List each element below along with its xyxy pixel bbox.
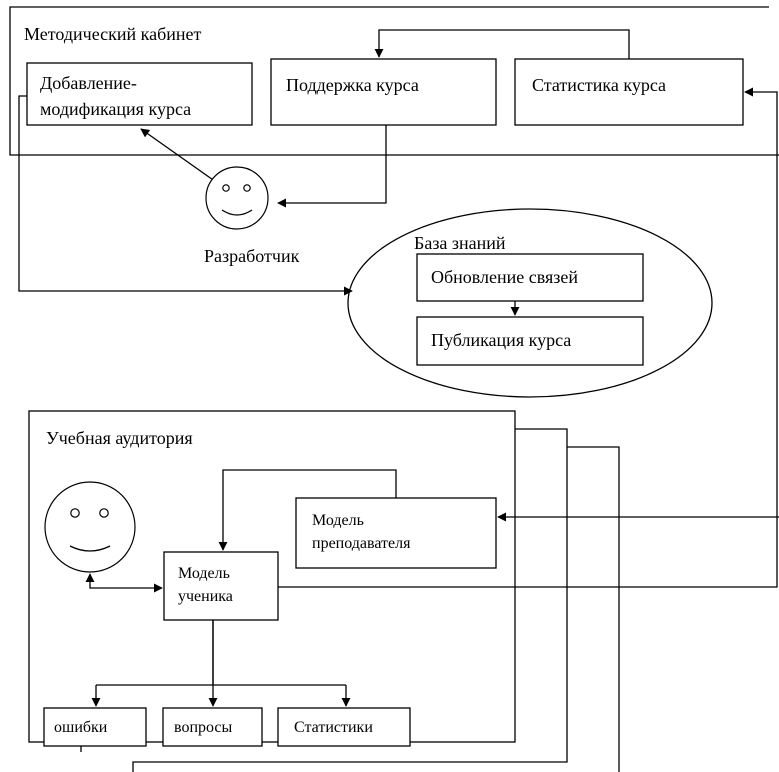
teacher-model-label-1: Модель [312, 512, 364, 529]
classroom-stack-frame-2 [132, 428, 568, 772]
update-links-box [416, 253, 644, 302]
classroom-frame [28, 410, 516, 743]
add-modify-course-box [26, 62, 253, 126]
questions-box [162, 707, 263, 747]
teacher-model-box [295, 497, 497, 569]
knowledge-base-title: База знаний [414, 233, 506, 253]
add-modify-course-label-1: Добавление- [40, 73, 137, 93]
statistics-label: Статистики [294, 719, 373, 736]
support-to-developer-arrow [277, 125, 387, 208]
classroom-stack-frame-3 [567, 446, 620, 772]
classroom-title: Учебная аудитория [46, 428, 193, 448]
course-stats-label: Статистика курса [532, 75, 666, 95]
errors-box [43, 707, 147, 747]
publish-course-label: Публикация курса [431, 330, 571, 350]
student-smiley-icon [44, 481, 136, 573]
statistics-box [277, 707, 411, 747]
stats-to-support-arrow [374, 29, 630, 59]
method-office-frame [9, 6, 779, 156]
publish-course-box [416, 316, 644, 366]
student-model-label-1: Модель [178, 565, 230, 582]
student-model-to-course-stats-arrow [278, 87, 778, 588]
add-modify-to-knowledge-base-arrow [18, 95, 353, 296]
knowledge-base-ellipse [347, 208, 713, 398]
course-support-box [270, 58, 497, 126]
developer-to-add-modify-arrow [140, 128, 217, 183]
questions-label: вопросы [174, 719, 233, 736]
student-model-label-2: ученика [178, 588, 233, 605]
student-model-box [163, 551, 279, 621]
add-modify-course-label-2: модификация курса [40, 99, 191, 119]
developer-smiley-icon [205, 166, 269, 230]
errors-label: ошибки [54, 719, 108, 736]
developer-label: Разработчик [204, 246, 300, 266]
update-links-label: Обновление связей [431, 267, 578, 287]
student-to-student-model-arrow [85, 573, 163, 593]
method-office-title: Методический кабинет [24, 24, 202, 44]
teacher-model-label-2: преподавателя [312, 535, 411, 552]
course-support-label: Поддержка курса [286, 75, 419, 95]
teacher-to-student-model-arrow [218, 469, 397, 551]
